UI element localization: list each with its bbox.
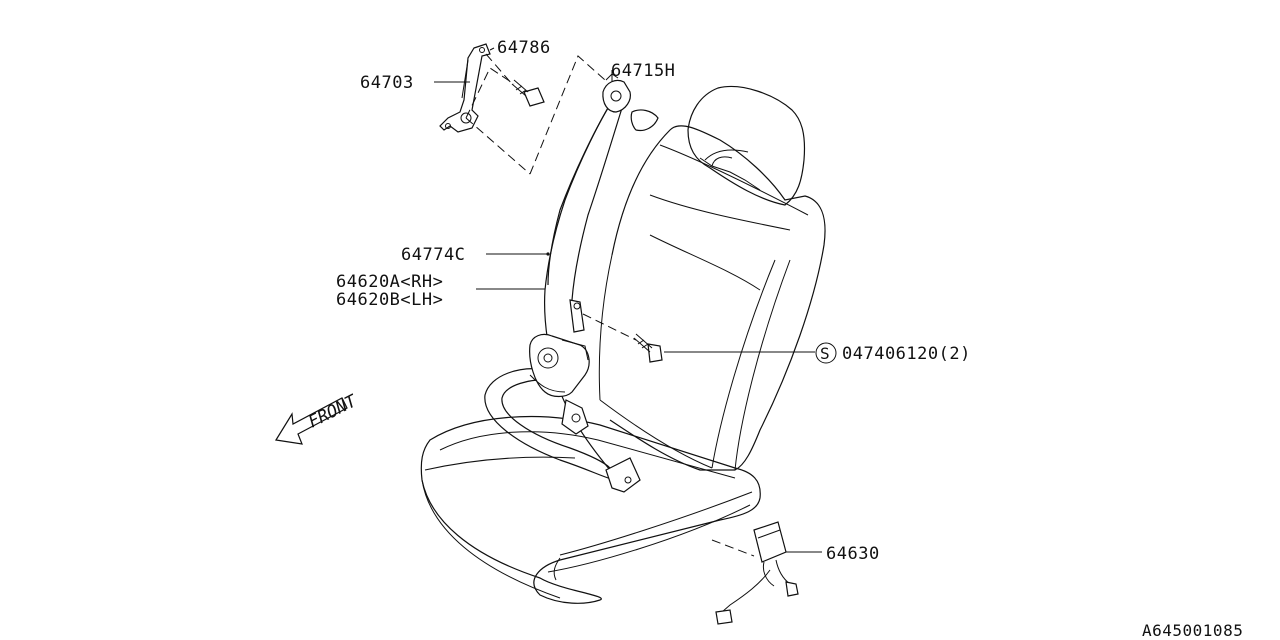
front-label: FRONT	[305, 391, 361, 433]
part-label-64630: 64630	[826, 544, 880, 564]
callout-lines	[434, 47, 822, 553]
part-label-047406120: 047406120(2)	[842, 344, 971, 364]
seat-illustration	[420, 85, 826, 604]
part-label-64703: 64703	[360, 73, 414, 93]
front-direction-indicator: FRONT	[275, 391, 361, 445]
shoulder-anchor	[602, 73, 659, 132]
part-label-64620B: 64620B<LH>	[336, 290, 443, 310]
part-label-64715H: 64715H	[611, 61, 675, 81]
seat-belt-assembly	[484, 97, 641, 493]
standard-part-symbol-letter: S	[820, 344, 830, 363]
bolt-64786	[511, 79, 545, 107]
dashed-assembly-lines	[465, 53, 755, 557]
bolt-047406120	[633, 333, 663, 363]
part-label-64620A: 64620A<RH>	[336, 272, 443, 292]
buckle-64630	[715, 521, 799, 625]
diagram-reference-code: A645001085	[1142, 621, 1243, 640]
standard-part-symbol: S	[815, 342, 837, 364]
part-label-64774C: 64774C	[401, 245, 465, 265]
part-label-64786: 64786	[497, 38, 551, 58]
anchor-bracket-64703	[439, 43, 491, 133]
